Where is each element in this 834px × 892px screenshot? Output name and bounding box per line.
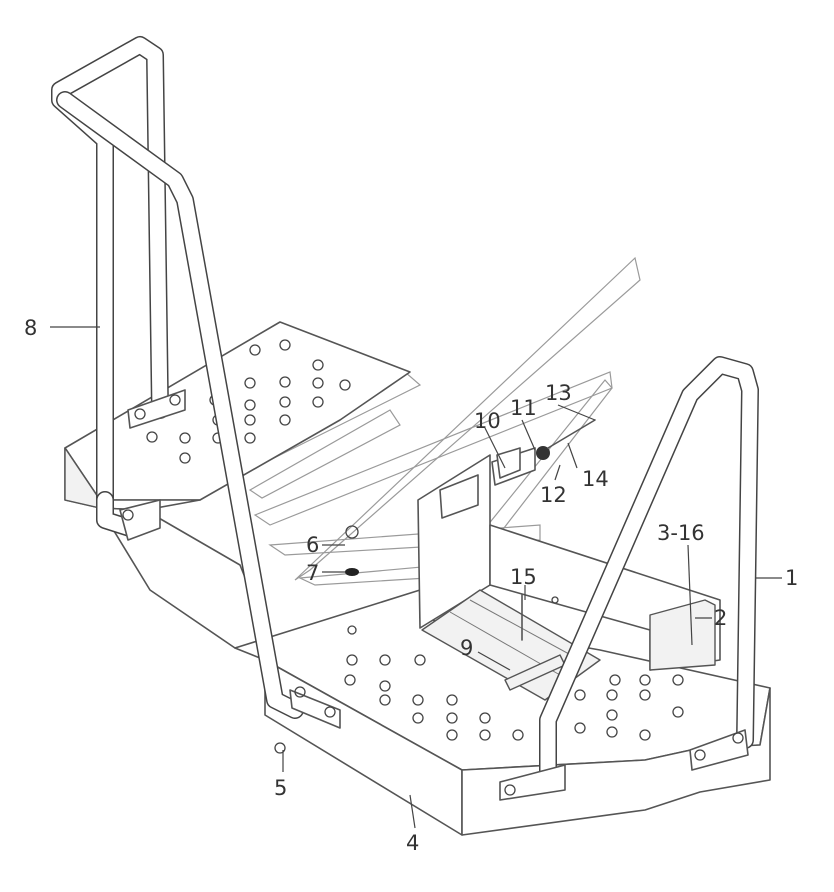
callout-1: 1	[785, 566, 798, 590]
callout-3-16: 3-16	[657, 521, 705, 545]
rail-brackets	[119, 389, 749, 801]
left-handrail	[51, 36, 304, 719]
callout-2: 2	[714, 606, 727, 630]
callout-4: 4	[406, 831, 419, 855]
callout-6: 6	[306, 533, 319, 557]
callout-10: 10	[474, 409, 501, 433]
hardware-parts	[345, 419, 596, 641]
callout-12: 12	[540, 483, 567, 507]
callout-9: 9	[460, 636, 473, 660]
callout-8: 8	[24, 316, 37, 340]
leader-lines	[50, 326, 782, 829]
callout-7: 7	[306, 561, 319, 585]
callout-11: 11	[510, 396, 537, 420]
right-handrail	[539, 356, 759, 789]
callout-labels: 1 2 3-16 4 5 6 7 8 9 10 11 12 13 14 15	[24, 316, 798, 855]
callout-13: 13	[545, 381, 572, 405]
callout-5: 5	[274, 776, 287, 800]
lower-platform-holes	[344, 625, 684, 741]
callout-15: 15	[510, 565, 537, 589]
callout-14: 14	[582, 467, 609, 491]
